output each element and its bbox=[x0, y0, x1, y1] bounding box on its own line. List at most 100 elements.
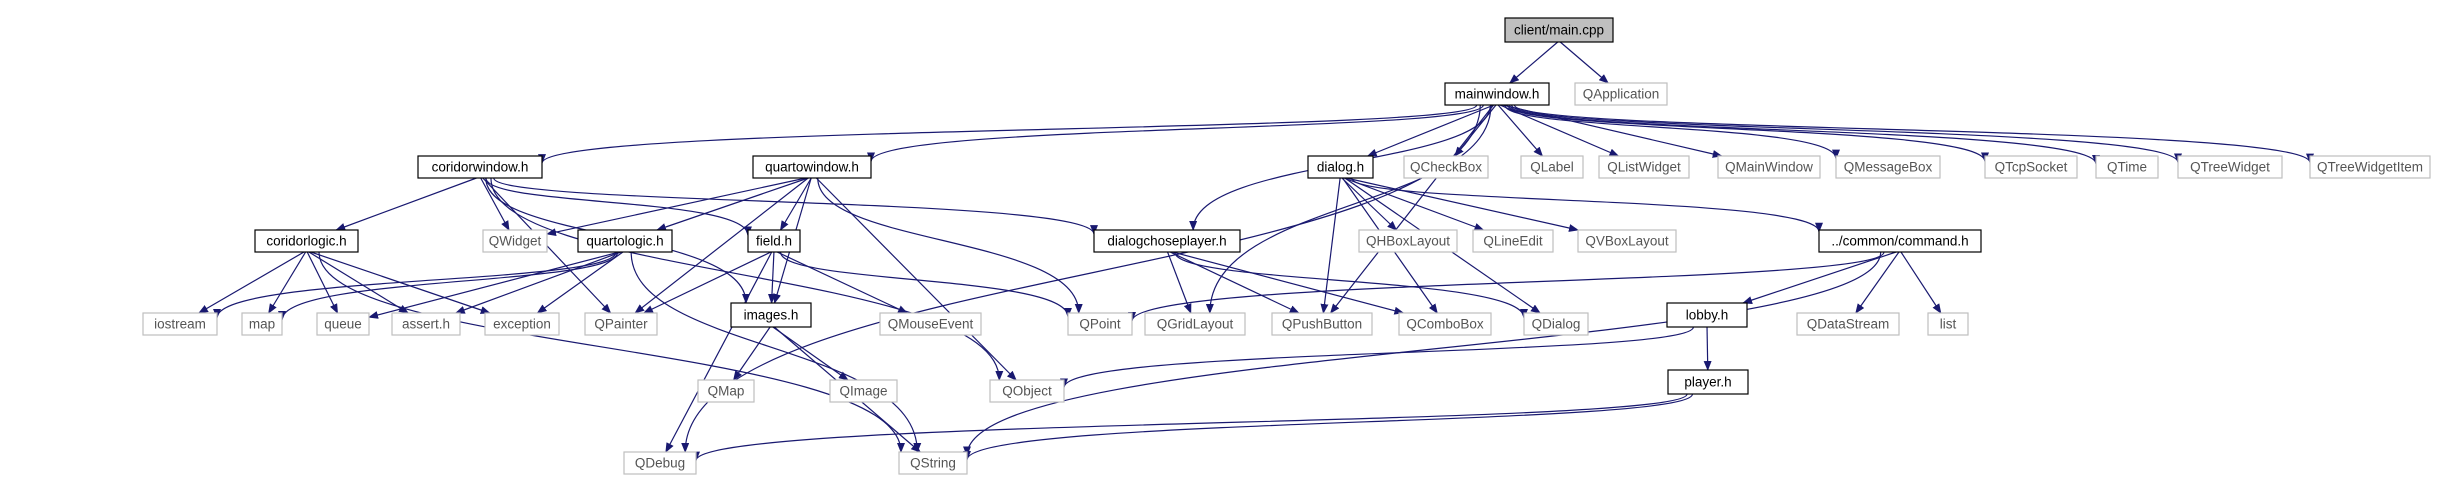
edge-lobby-to-qobject bbox=[1060, 326, 1694, 389]
node-box-qtcpsocket bbox=[1984, 155, 2078, 179]
edge-main-to-qapplication bbox=[1559, 41, 1609, 84]
edge-dialogchoseplayer-to-qcombobox bbox=[1172, 251, 1405, 315]
node-label-quartowindow: quartowindow.h bbox=[765, 160, 859, 175]
node-command[interactable]: ../common/command.h bbox=[1818, 229, 1982, 253]
node-box-qdatastream bbox=[1796, 312, 1900, 336]
node-label-map: map bbox=[249, 317, 275, 332]
node-qdialog: QDialog bbox=[1523, 312, 1589, 336]
node-label-queue: queue bbox=[324, 317, 362, 332]
node-label-qlineedit: QLineEdit bbox=[1483, 234, 1543, 249]
edge-coridorlogic-to-qstring bbox=[318, 251, 905, 453]
node-qapplication: QApplication bbox=[1574, 82, 1668, 106]
node-box-qwidget bbox=[482, 229, 548, 253]
edge-coridorwindow-to-field bbox=[485, 177, 752, 237]
node-box-qpoint bbox=[1067, 312, 1133, 336]
node-player[interactable]: player.h bbox=[1667, 369, 1749, 395]
edge-quartologic-to-qstring bbox=[630, 251, 922, 453]
edge-main-to-mainwindow bbox=[1509, 41, 1559, 84]
node-box-coridorwindow bbox=[417, 155, 543, 179]
edge-field-to-qpoint bbox=[779, 251, 1072, 318]
node-list: list bbox=[1927, 312, 1969, 336]
node-box-asserth bbox=[391, 312, 461, 336]
node-dialogchoseplayer[interactable]: dialogchoseplayer.h bbox=[1093, 229, 1241, 253]
edge-quartowindow-to-qwidget bbox=[546, 177, 807, 237]
node-layer: client/main.cpp mainwindow.h QApplication c… bbox=[142, 17, 2431, 475]
edge-mainwindow-to-qtcpsocket bbox=[1507, 104, 1989, 163]
edge-coridorlogic-to-iostream bbox=[198, 251, 305, 314]
node-box-qgridlayout bbox=[1144, 312, 1246, 336]
edge-coridorlogic-to-map bbox=[268, 251, 307, 314]
node-label-qvboxlayout: QVBoxLayout bbox=[1585, 234, 1669, 249]
edge-command-to-lobby bbox=[1742, 251, 1897, 304]
node-qpainter: QPainter bbox=[584, 312, 658, 336]
node-mainwindow[interactable]: mainwindow.h bbox=[1444, 82, 1550, 106]
node-label-qhboxlayout: QHBoxLayout bbox=[1366, 234, 1450, 249]
node-box-qcheckbox bbox=[1403, 155, 1489, 179]
node-box-qapplication bbox=[1574, 82, 1668, 106]
node-label-qdialog: QDialog bbox=[1532, 317, 1581, 332]
edge-field-to-qpainter bbox=[643, 251, 772, 314]
node-qdebug: QDebug bbox=[623, 451, 697, 475]
node-label-qlabel: QLabel bbox=[1530, 160, 1574, 175]
node-label-main: client/main.cpp bbox=[1514, 23, 1604, 38]
node-quartowindow[interactable]: quartowindow.h bbox=[752, 155, 872, 179]
node-coridorwindow[interactable]: coridorwindow.h bbox=[417, 155, 543, 179]
node-coridorlogic[interactable]: coridorlogic.h bbox=[254, 229, 359, 253]
node-dialog[interactable]: dialog.h bbox=[1307, 155, 1374, 179]
node-box-qcombobox bbox=[1398, 312, 1492, 336]
node-box-qmainwindow bbox=[1717, 155, 1821, 179]
node-box-qtreewidget bbox=[2177, 155, 2283, 179]
node-box-qmap bbox=[697, 379, 755, 403]
edge-field-to-qmouseevent bbox=[776, 251, 908, 314]
edge-quartowindow-to-qpoint bbox=[817, 177, 1083, 314]
node-map: map bbox=[241, 312, 283, 336]
edge-quartowindow-to-quartologic bbox=[656, 177, 809, 231]
node-qhboxlayout: QHBoxLayout bbox=[1358, 229, 1458, 253]
edge-mainwindow-to-qtime bbox=[1509, 104, 2100, 165]
edge-mainwindow-to-qtreewidgetitem bbox=[1513, 104, 2314, 164]
node-box-player bbox=[1667, 369, 1749, 395]
edge-field-to-images bbox=[767, 251, 776, 304]
edge-mainwindow-to-qlabel bbox=[1497, 104, 1544, 157]
node-qstring: QString bbox=[898, 451, 968, 475]
node-queue: queue bbox=[316, 312, 370, 336]
node-label-qmessagebox: QMessageBox bbox=[1844, 160, 1933, 175]
node-box-list bbox=[1927, 312, 1969, 336]
edge-coridorwindow-to-coridorlogic bbox=[335, 177, 477, 231]
node-label-mainwindow: mainwindow.h bbox=[1455, 87, 1540, 102]
edge-mainwindow-to-qgridlayout bbox=[1205, 104, 1492, 314]
node-asserth: assert.h bbox=[391, 312, 461, 336]
edge-dialog-to-qvboxlayout bbox=[1346, 177, 1579, 232]
edge-quartowindow-to-qpainter bbox=[634, 177, 809, 314]
node-box-qpushbutton bbox=[1271, 312, 1373, 336]
node-label-qtreewidgetitem: QTreeWidgetItem bbox=[2317, 160, 2423, 175]
node-label-qobject: QObject bbox=[1002, 384, 1052, 399]
node-label-iostream: iostream bbox=[154, 317, 206, 332]
node-field[interactable]: field.h bbox=[747, 229, 801, 253]
node-label-qstring: QString bbox=[910, 456, 956, 471]
edge-dialog-to-qhboxlayout bbox=[1341, 177, 1398, 231]
node-box-lobby bbox=[1666, 302, 1748, 328]
node-box-qobject bbox=[989, 379, 1065, 403]
node-main[interactable]: client/main.cpp bbox=[1504, 17, 1614, 43]
node-box-qlineedit bbox=[1472, 229, 1554, 253]
node-lobby[interactable]: lobby.h bbox=[1666, 302, 1748, 328]
node-box-exception bbox=[484, 312, 560, 336]
edge-mainwindow-to-qtreewidget bbox=[1511, 104, 2182, 164]
edge-dialog-to-qlineedit bbox=[1343, 177, 1485, 231]
edge-images-to-qmap bbox=[733, 326, 771, 381]
node-label-list: list bbox=[1940, 317, 1957, 332]
node-label-command: ../common/command.h bbox=[1831, 234, 1968, 249]
node-label-qmainwindow: QMainWindow bbox=[1725, 160, 1813, 175]
node-label-coridorwindow: coridorwindow.h bbox=[432, 160, 529, 175]
node-label-qtcpsocket: QTcpSocket bbox=[1995, 160, 2068, 175]
node-quartologic[interactable]: quartologic.h bbox=[577, 229, 673, 253]
node-box-qlabel bbox=[1520, 155, 1584, 179]
node-images[interactable]: images.h bbox=[730, 302, 812, 328]
edge-dialogchoseplayer-to-qdialog bbox=[1174, 251, 1528, 319]
node-qmap: QMap bbox=[697, 379, 755, 403]
node-label-qlistwidget: QListWidget bbox=[1607, 160, 1681, 175]
edge-quartologic-to-iostream bbox=[213, 251, 617, 319]
edge-quartologic-to-map bbox=[278, 251, 619, 321]
node-label-qdatastream: QDataStream bbox=[1807, 317, 1890, 332]
